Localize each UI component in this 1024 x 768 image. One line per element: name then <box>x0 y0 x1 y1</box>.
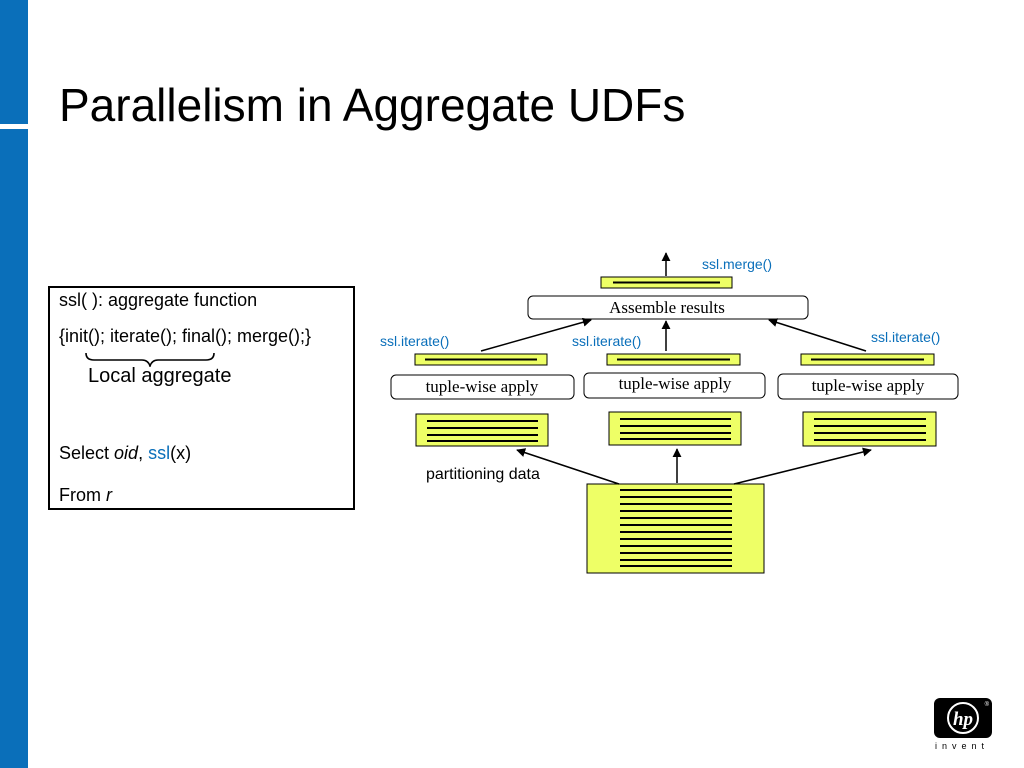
from-keyword: From <box>59 485 106 505</box>
local-result-block <box>800 353 935 366</box>
curly-brace-icon <box>85 352 215 367</box>
slide-title: Parallelism in Aggregate UDFs <box>59 79 686 131</box>
select-keyword: Select <box>59 443 115 463</box>
tuple-apply-box <box>777 373 959 400</box>
source-data-block <box>586 483 765 574</box>
tuple-apply-box <box>390 374 575 400</box>
partition-block <box>802 411 937 447</box>
merged-result-block <box>600 276 733 289</box>
hp-logo-mark: hp <box>953 709 973 730</box>
from-line: From r <box>59 485 112 506</box>
select-ssl: ssl <box>148 443 171 463</box>
tuple-apply-label-left: tuple-wise apply <box>426 377 539 396</box>
from-table: r <box>106 485 112 505</box>
local-result-block <box>414 353 548 366</box>
tuple-apply-label-right: tuple-wise apply <box>812 376 925 395</box>
iterate-label-left: ssl.iterate() <box>380 333 449 349</box>
sidebar-notch <box>0 124 28 129</box>
partition-block <box>608 411 742 446</box>
aggregate-function-line: ssl( ): aggregate function <box>59 290 258 310</box>
iterate-label-middle: ssl.iterate() <box>572 333 641 349</box>
select-line: Select oid, ssl(x) <box>59 443 191 464</box>
assemble-results-box <box>527 295 809 320</box>
hp-logo-icon: hp ® <box>934 698 992 738</box>
iterate-arrow-left <box>480 317 592 352</box>
iterate-label-right: ssl.iterate() <box>871 329 940 345</box>
hp-tagline: invent <box>935 741 990 751</box>
partitioning-data-label: partitioning data <box>426 466 540 483</box>
code-box: ssl( ): aggregate function {init(); iter… <box>48 286 355 510</box>
select-oid: oid <box>114 443 139 463</box>
tuple-apply-box <box>583 372 766 399</box>
methods-line: {init(); iterate(); final(); merge();} <box>59 326 312 346</box>
select-comma: , <box>138 443 149 463</box>
partition-arrow-right <box>733 447 872 485</box>
assemble-results-label: Assemble results <box>609 298 725 317</box>
select-args: (x) <box>170 443 192 463</box>
local-result-block <box>606 353 741 366</box>
registered-mark: ® <box>985 701 990 708</box>
partition-block <box>415 413 549 447</box>
local-aggregate-label: Local aggregate <box>88 365 232 387</box>
iterate-arrow-right <box>768 318 867 352</box>
merge-label: ssl.merge() <box>702 256 772 272</box>
partition-arrow-left <box>516 448 620 485</box>
tuple-apply-label-middle: tuple-wise apply <box>619 374 732 393</box>
